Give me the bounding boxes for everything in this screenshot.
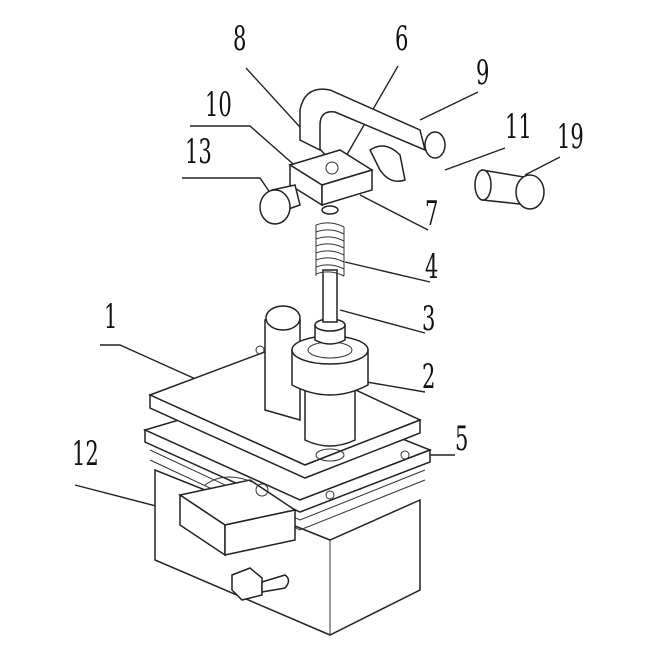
callout-label-7: 7 (425, 194, 439, 234)
block-part-7 (288, 149, 374, 215)
sleeve-part-2 (291, 335, 369, 447)
callout-label-3: 3 (422, 299, 436, 339)
callout-label-6: 6 (395, 19, 409, 59)
callout-label-11: 11 (505, 107, 532, 147)
handle-part-9 (299, 88, 446, 182)
callout-label-4: 4 (425, 247, 439, 287)
callout-label-8: 8 (233, 19, 247, 59)
knob-part-13 (259, 184, 301, 225)
callout-label-13: 13 (185, 132, 212, 172)
callout-label-5: 5 (455, 419, 469, 459)
microswitch-part-12 (178, 476, 297, 601)
cylinder-part-19 (474, 169, 545, 210)
callout-label-1: 1 (104, 297, 118, 337)
shaft-part-3 (314, 269, 346, 345)
callout-label-2: 2 (422, 357, 436, 397)
spring-part-4 (315, 222, 345, 277)
side-post (264, 305, 301, 421)
callout-label-12: 12 (72, 434, 99, 474)
callout-label-19: 19 (557, 117, 584, 157)
callout-label-9: 9 (476, 53, 490, 93)
callout-label-10: 10 (205, 85, 232, 125)
